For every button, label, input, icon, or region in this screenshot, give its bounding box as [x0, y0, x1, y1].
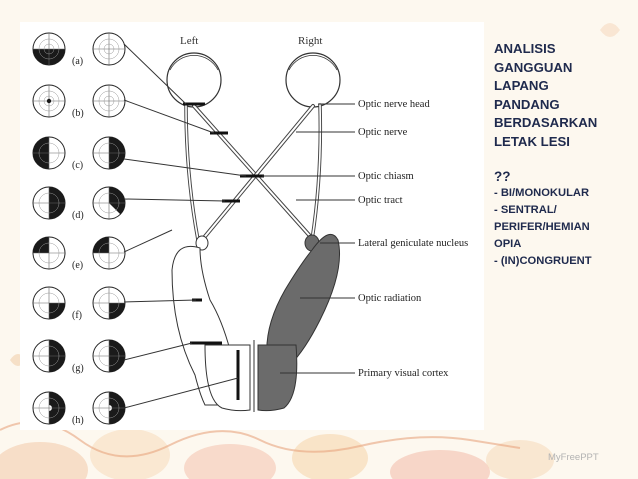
- heading-line-3: LAPANG: [494, 78, 549, 93]
- bullet-line-4: OPIA: [494, 238, 522, 250]
- eye-label-left: Left: [180, 35, 198, 47]
- label-optic-chiasm: Optic chiasm: [358, 171, 414, 182]
- side-panel: ANALISIS GANGGUAN LAPANG PANDANG BERDASA…: [494, 40, 634, 270]
- bullet-line-1: - BI/MONOKULAR: [494, 187, 590, 199]
- label-primary-visual-cortex: Primary visual cortex: [358, 368, 449, 379]
- eye-label-right: Right: [298, 35, 322, 47]
- field-chart-f-left: [32, 286, 66, 320]
- field-leader-lines: [123, 43, 247, 409]
- field-chart-a-right: [92, 32, 126, 66]
- heading-line-1: ANALISIS: [494, 41, 556, 56]
- field-chart-g-left: [32, 339, 66, 373]
- field-chart-f-right: [92, 286, 126, 320]
- question-marks: ??: [494, 169, 511, 184]
- field-label-a: (a): [72, 56, 83, 67]
- watermark: MyFreePPT: [548, 452, 599, 463]
- visual-field-charts: [32, 32, 126, 425]
- field-label-f: (f): [72, 310, 82, 321]
- heading-line-5: BERDASARKAN: [494, 115, 598, 130]
- field-chart-h-left: [32, 391, 66, 425]
- label-optic-tract: Optic tract: [358, 195, 403, 206]
- field-chart-a-left: [32, 32, 66, 66]
- label-lateral-geniculate-nucleus: Lateral geniculate nucleus: [358, 238, 468, 249]
- structure-labels: Optic nerve head Optic nerve Optic chias…: [358, 99, 468, 379]
- bullet-line-3: PERIFER/HEMIAN: [494, 221, 590, 233]
- field-chart-d-right: [92, 186, 126, 220]
- field-label-e: (e): [72, 260, 83, 271]
- label-optic-nerve: Optic nerve: [358, 127, 408, 138]
- field-label-b: (b): [72, 108, 84, 119]
- field-chart-e-right: [92, 236, 126, 270]
- optic-pathways: [184, 103, 323, 247]
- heading-line-4: PANDANG: [494, 96, 560, 112]
- field-chart-b-left: [32, 84, 66, 118]
- field-label-c: (c): [72, 160, 83, 171]
- left-eye: [166, 52, 222, 108]
- field-chart-b-right: [92, 84, 126, 118]
- structure-leader-lines: [262, 103, 355, 374]
- field-label-g: (g): [72, 363, 84, 374]
- left-lgn: [195, 235, 209, 251]
- field-chart-e-left: [32, 236, 66, 270]
- heading-line-2: GANGGUAN: [494, 59, 573, 75]
- right-visual-cortex: [257, 344, 298, 412]
- right-optic-radiation: [266, 233, 341, 366]
- bullet-line-2: - SENTRAL/: [494, 204, 557, 216]
- right-eye: [285, 52, 341, 108]
- label-optic-nerve-head: Optic nerve head: [358, 99, 430, 110]
- field-chart-c-left: [32, 136, 66, 170]
- field-chart-d-left: [32, 186, 66, 220]
- field-label-d: (d): [72, 210, 84, 221]
- field-chart-g-right: [92, 339, 126, 373]
- label-optic-radiation: Optic radiation: [358, 293, 422, 304]
- field-labels: (a) (b) (c) (d) (e) (f) (g) (h): [72, 56, 84, 426]
- field-chart-c-right: [92, 136, 126, 170]
- bullet-line-5: - (IN)CONGRUENT: [494, 255, 592, 267]
- heading-line-6: LETAK LESI: [494, 133, 570, 149]
- field-label-h: (h): [72, 415, 84, 426]
- field-chart-h-right: [92, 391, 126, 425]
